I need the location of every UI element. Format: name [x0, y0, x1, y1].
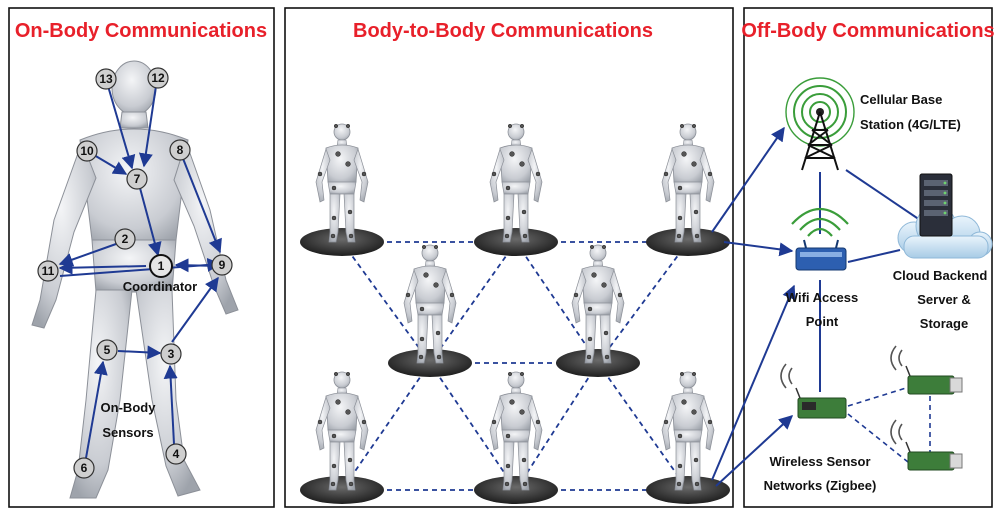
person-platform-4: [388, 244, 472, 377]
sensor-node-2: 2: [114, 228, 136, 250]
on-body-links: [58, 85, 222, 459]
cellular-label-line1: Cellular Base: [860, 92, 942, 107]
wsn-sensor-board-2: [890, 345, 963, 395]
on-body-nodes: 13 12 10 8 7 2 1 11 9 5 3 4 6: [37, 67, 233, 479]
sensor-node-10: 10: [76, 140, 98, 162]
sensor-node-6: 6: [73, 457, 95, 479]
svg-text:9: 9: [219, 258, 226, 272]
sensor-node-12: 12: [147, 67, 169, 89]
body-to-body-panel-border: [284, 7, 734, 508]
svg-text:4: 4: [173, 447, 180, 461]
person-platform-1: [300, 123, 384, 256]
sensor-node-7: 7: [126, 168, 148, 190]
svg-text:11: 11: [42, 264, 55, 278]
wifi-label-line2: Point: [806, 314, 839, 329]
on-body-sensors-label-line1: On-Body: [101, 400, 157, 415]
svg-text:10: 10: [80, 144, 94, 158]
svg-text:12: 12: [151, 71, 165, 85]
body-to-body-title: Body-to-Body Communications: [353, 20, 653, 42]
cloud-label-line1: Cloud Backend: [893, 268, 988, 283]
sensor-node-11: 11: [37, 260, 59, 282]
sensor-node-8: 8: [169, 139, 191, 161]
on-body-panel-border: [8, 7, 275, 508]
cloud-label-line3: Storage: [920, 316, 968, 331]
wifi-router-icon: [791, 208, 849, 271]
svg-text:7: 7: [134, 172, 141, 186]
sensor-node-13: 13: [95, 68, 117, 90]
cloud-label-line2: Server &: [917, 292, 970, 307]
svg-text:2: 2: [122, 232, 129, 246]
wsn-sensor-board-1: [780, 363, 847, 419]
coordinator-label: Coordinator: [123, 279, 197, 294]
svg-text:3: 3: [168, 347, 175, 361]
svg-text:6: 6: [81, 461, 88, 475]
off-body-title: Off-Body Communications: [741, 20, 994, 42]
wsn-sensor-board-3: [890, 419, 963, 471]
sensor-node-9: 9: [211, 254, 233, 276]
person-platform-7: [474, 371, 558, 504]
cellular-tower-icon: [785, 77, 855, 171]
svg-text:5: 5: [104, 343, 111, 357]
wsn-mesh-links: [847, 387, 931, 463]
cloud-server-icon: [897, 173, 993, 259]
wsn-label-line2: Networks (Zigbee): [764, 478, 877, 493]
coordinator-node-1: 1: [149, 254, 173, 278]
cellular-label-line2: Station (4G/LTE): [860, 117, 961, 132]
off-body-panel-border: [743, 7, 993, 508]
person-platform-6: [300, 371, 384, 504]
svg-text:1: 1: [158, 259, 165, 273]
svg-text:13: 13: [99, 72, 113, 86]
on-body-sensors-label-line2: Sensors: [102, 425, 153, 440]
sensor-node-5: 5: [96, 339, 118, 361]
on-body-title: On-Body Communications: [15, 20, 267, 42]
person-platform-2: [474, 123, 558, 256]
body-to-body-people: [300, 123, 730, 504]
off-body-links: [711, 126, 921, 487]
person-platform-5: [556, 244, 640, 377]
sensor-node-3: 3: [160, 343, 182, 365]
wsn-label-line1: Wireless Sensor: [769, 454, 870, 469]
person-platform-3: [646, 123, 730, 256]
wifi-label-line1: Wifi Access: [786, 290, 858, 305]
person-platform-8: [646, 371, 730, 504]
sensor-node-4: 4: [165, 443, 187, 465]
svg-text:8: 8: [177, 143, 184, 157]
